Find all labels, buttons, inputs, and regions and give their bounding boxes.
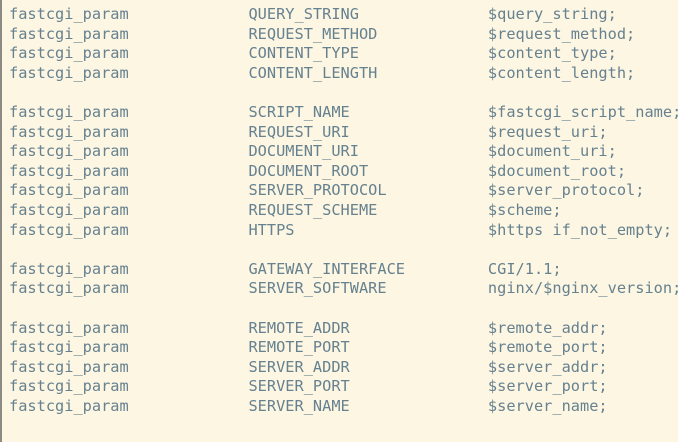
code-line: fastcgi_param SCRIPT_NAME $fastcgi_scrip… [9, 103, 678, 123]
param-value: $remote_addr; [487, 318, 608, 337]
code-line: fastcgi_param REQUEST_URI $request_uri; [9, 123, 678, 143]
param-name: CONTENT_LENGTH [248, 63, 488, 82]
param-value: $server_port; [487, 377, 608, 396]
code-line: fastcgi_param SERVER_NAME $server_name; [9, 397, 678, 417]
directive-keyword: fastcgi_param [9, 44, 249, 63]
param-name: DOCUMENT_ROOT [248, 161, 488, 180]
param-name: REMOTE_ADDR [248, 318, 488, 337]
param-value: $fastcgi_script_name; [487, 102, 678, 121]
code-line: fastcgi_param SERVER_PROTOCOL $server_pr… [9, 181, 678, 201]
param-value: $request_uri; [487, 122, 608, 141]
directive-keyword: fastcgi_param [9, 396, 249, 415]
directive-keyword: fastcgi_param [9, 220, 249, 239]
param-name: SERVER_NAME [248, 396, 488, 415]
param-name: REMOTE_PORT [248, 338, 488, 357]
code-line: fastcgi_param REMOTE_PORT $remote_port; [9, 338, 678, 358]
code-line: fastcgi_param QUERY_STRING $query_string… [9, 5, 678, 25]
directive-keyword: fastcgi_param [9, 377, 249, 396]
code-line-blank [9, 240, 678, 260]
param-name: CONTENT_TYPE [248, 44, 488, 63]
param-value: $server_name; [487, 396, 608, 415]
param-name: SCRIPT_NAME [248, 102, 488, 121]
directive-keyword: fastcgi_param [9, 24, 249, 43]
param-value: $server_protocol; [487, 181, 645, 200]
param-value: $document_root; [487, 161, 627, 180]
param-name: SERVER_PORT [248, 377, 488, 396]
code-line: fastcgi_param SERVER_SOFTWARE nginx/$ngi… [9, 279, 678, 299]
param-name: REQUEST_SCHEME [248, 200, 488, 219]
code-line: fastcgi_param SERVER_ADDR $server_addr; [9, 358, 678, 378]
code-line: fastcgi_param REQUEST_METHOD $request_me… [9, 25, 678, 45]
param-name: SERVER_ADDR [248, 357, 488, 376]
param-name: SERVER_SOFTWARE [248, 279, 488, 298]
code-line: fastcgi_param CONTENT_LENGTH $content_le… [9, 64, 678, 84]
directive-keyword: fastcgi_param [9, 63, 249, 82]
directive-keyword: fastcgi_param [9, 181, 249, 200]
param-value: nginx/$nginx_version; [487, 279, 678, 298]
directive-keyword: fastcgi_param [9, 122, 249, 141]
param-value: $request_method; [487, 24, 636, 43]
param-name: DOCUMENT_URI [248, 142, 488, 161]
param-value: $remote_port; [487, 338, 608, 357]
code-line: fastcgi_param CONTENT_TYPE $content_type… [9, 44, 678, 64]
code-line: fastcgi_param SERVER_PORT $server_port; [9, 377, 678, 397]
directive-keyword: fastcgi_param [9, 142, 249, 161]
directive-keyword: fastcgi_param [9, 259, 249, 278]
code-line: fastcgi_param REMOTE_ADDR $remote_addr; [9, 319, 678, 339]
code-line: fastcgi_param DOCUMENT_URI $document_uri… [9, 142, 678, 162]
directive-keyword: fastcgi_param [9, 5, 249, 23]
directive-keyword: fastcgi_param [9, 200, 249, 219]
code-line-blank [9, 299, 678, 319]
code-line: fastcgi_param DOCUMENT_ROOT $document_ro… [9, 162, 678, 182]
param-name: HTTPS [248, 220, 488, 239]
directive-keyword: fastcgi_param [9, 357, 249, 376]
code-line-blank [9, 83, 678, 103]
directive-keyword: fastcgi_param [9, 102, 249, 121]
param-name: GATEWAY_INTERFACE [248, 259, 488, 278]
code-line: fastcgi_param REQUEST_SCHEME $scheme; [9, 201, 678, 221]
param-value: $document_uri; [487, 142, 617, 161]
param-value: $query_string; [487, 5, 617, 23]
param-value: $https if_not_empty; [487, 220, 673, 239]
param-value: CGI/1.1; [487, 259, 562, 278]
directive-keyword: fastcgi_param [9, 161, 249, 180]
code-line: fastcgi_param HTTPS $https if_not_empty; [9, 221, 678, 241]
param-name: QUERY_STRING [248, 5, 488, 23]
param-value: $server_addr; [487, 357, 608, 376]
param-value: $scheme; [487, 200, 562, 219]
code-line: fastcgi_param GATEWAY_INTERFACE CGI/1.1; [9, 260, 678, 280]
param-name: REQUEST_URI [248, 122, 488, 141]
param-name: REQUEST_METHOD [248, 24, 488, 43]
param-value: $content_type; [487, 44, 617, 63]
param-name: SERVER_PROTOCOL [248, 181, 488, 200]
directive-keyword: fastcgi_param [9, 338, 249, 357]
param-value: $content_length; [487, 63, 636, 82]
directive-keyword: fastcgi_param [9, 318, 249, 337]
directive-keyword: fastcgi_param [9, 279, 249, 298]
